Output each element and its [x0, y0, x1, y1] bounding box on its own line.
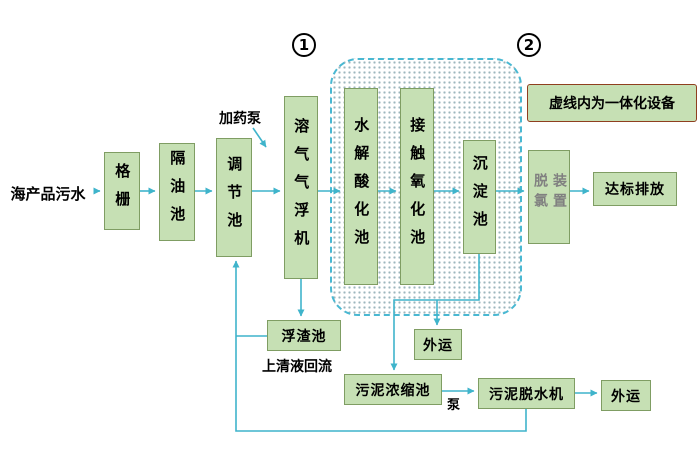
- node-regulating-tank-label: 调节池: [225, 155, 244, 240]
- node-discharge: 达标排放: [593, 172, 677, 206]
- node-sludge-thickener-label: 污泥浓缩池: [355, 382, 431, 399]
- node-haul-away-1-label: 外运: [423, 337, 453, 354]
- node-contact-oxidation-tank-label: 接触氧化池: [408, 116, 427, 257]
- node-dechlorination-device: 脱氯装置: [528, 150, 570, 244]
- node-hydrolysis-tank-label: 水解酸化池: [352, 116, 371, 257]
- node-haul-away-2: 外运: [601, 380, 651, 411]
- node-scum-tank: 浮渣池: [267, 320, 341, 351]
- node-scum-tank-label: 浮渣池: [281, 328, 327, 345]
- edge-dosing-pump: [252, 127, 267, 148]
- supernatant-return-label: 上清液回流: [262, 359, 332, 375]
- node-dechlorination-device-label: 脱氯装置: [532, 173, 567, 213]
- stage-marker-1: 1: [292, 33, 316, 57]
- node-contact-oxidation-tank: 接触氧化池: [400, 88, 434, 285]
- node-haul-away-1: 外运: [414, 329, 462, 360]
- edge-return-to-regulating: [232, 260, 527, 432]
- node-oil-separator-label: 隔油池: [168, 150, 187, 234]
- node-haul-away-2-label: 外运: [611, 388, 641, 405]
- legend-text: 虚线内为一体化设备: [549, 96, 675, 112]
- stage-marker-2: 2: [517, 33, 541, 57]
- node-daf-label: 溶气气浮机: [292, 117, 311, 258]
- node-grid-label: 格栅: [113, 163, 132, 219]
- node-daf: 溶气气浮机: [284, 96, 318, 279]
- node-discharge-label: 达标排放: [605, 182, 665, 198]
- node-grid: 格栅: [104, 152, 140, 230]
- legend: 虚线内为一体化设备: [527, 84, 697, 122]
- source-label: 海产品污水: [10, 185, 86, 203]
- node-regulating-tank: 调节池: [216, 138, 252, 257]
- node-sedimentation-tank-label: 沉淀池: [470, 155, 489, 239]
- node-oil-separator: 隔油池: [159, 143, 195, 241]
- pump-label: 泵: [447, 398, 461, 413]
- node-sludge-dewaterer: 污泥脱水机: [478, 378, 575, 409]
- node-sedimentation-tank: 沉淀池: [463, 140, 496, 254]
- node-sludge-dewaterer-label: 污泥脱水机: [489, 386, 564, 403]
- dosing-pump-label: 加药泵: [219, 111, 261, 127]
- node-hydrolysis-tank: 水解酸化池: [344, 88, 378, 285]
- node-sludge-thickener: 污泥浓缩池: [344, 374, 442, 405]
